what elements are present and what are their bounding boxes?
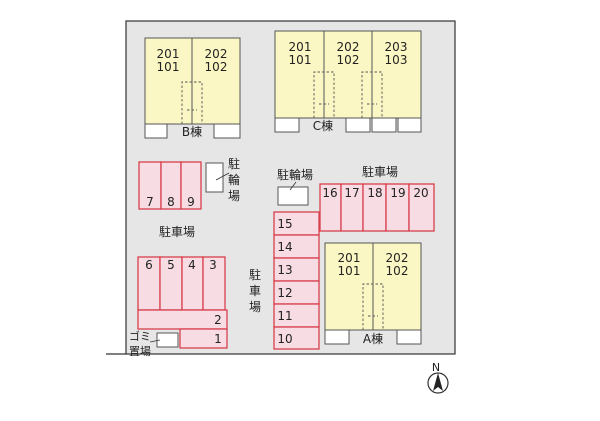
building-c-stair-right <box>361 71 383 118</box>
garbage-label-line-1: ゴミ <box>129 329 151 343</box>
unit-c-203: 203 <box>385 40 408 54</box>
parking-number-16: 16 <box>322 186 337 200</box>
garbage-label-line-2: 置場 <box>129 345 151 358</box>
unit-c-202: 202 <box>337 40 360 54</box>
unit-a-202: 202 <box>386 251 409 265</box>
unit-a-101: 101 <box>338 264 361 278</box>
building-c-outline <box>274 30 422 119</box>
parking-lot-left: 6 5 4 3 2 1 <box>137 256 228 349</box>
building-c-label: C棟 <box>313 118 333 133</box>
bike-parking-left-pointer <box>215 172 230 181</box>
building-c-stair-left <box>313 71 335 118</box>
parking-number-10: 10 <box>277 332 292 346</box>
bike-parking-center-label: 駐輪場 <box>277 167 313 182</box>
unit-c-102: 102 <box>337 53 360 67</box>
bike-parking-left <box>205 162 224 193</box>
unit-a-201: 201 <box>338 251 361 265</box>
unit-c-103: 103 <box>385 53 408 67</box>
unit-b-201: 201 <box>157 47 180 61</box>
building-b-entry-right <box>213 123 241 139</box>
garbage-area <box>156 332 179 348</box>
north-label: N <box>432 361 440 374</box>
parking-label-center-2: 車 <box>249 284 261 298</box>
parking-number-12: 12 <box>277 286 292 300</box>
building-c-entry-1 <box>274 117 300 133</box>
parking-label-center-1: 駐 <box>249 267 261 282</box>
parking-lot-789: 7 8 9 <box>138 161 202 210</box>
building-a-stair <box>362 283 384 330</box>
parking-number-13: 13 <box>277 263 292 277</box>
building-b: 201 101 202 102 B棟 <box>144 37 241 139</box>
unit-c-201: 201 <box>289 40 312 54</box>
north-arrow-icon <box>433 373 443 391</box>
parking-label-top-right: 駐車場 <box>362 164 398 179</box>
parking-number-14: 14 <box>277 240 292 254</box>
parking-number-19: 19 <box>390 186 405 200</box>
parking-lot-16-20: 16 17 18 19 20 <box>319 183 435 232</box>
bike-parking-left-label-2: 輪 <box>228 172 240 187</box>
parking-space-9 <box>180 161 202 210</box>
building-c: 201 101 202 102 203 103 C棟 <box>274 30 422 133</box>
building-a-entry-right <box>396 329 422 345</box>
building-a: 201 101 202 102 A棟 <box>324 242 422 346</box>
parking-lot-center: 15 14 13 12 11 10 <box>273 211 320 350</box>
bike-parking-left-label-1: 駐 <box>228 156 240 171</box>
unit-b-102: 102 <box>205 60 228 74</box>
parking-number-5: 5 <box>167 258 175 272</box>
building-b-entry-left <box>144 123 168 139</box>
building-c-entry-4 <box>397 117 422 133</box>
parking-label-center-3: 場 <box>249 300 261 314</box>
north-arrow: N <box>427 361 449 394</box>
parking-number-15: 15 <box>277 217 292 231</box>
parking-number-9: 9 <box>187 195 195 209</box>
parking-label-left: 駐車場 <box>159 224 195 239</box>
parking-number-17: 17 <box>344 186 359 200</box>
parking-space-1 <box>179 328 228 349</box>
parking-space-20 <box>408 183 435 232</box>
parking-number-1: 1 <box>214 332 222 346</box>
unit-a-102: 102 <box>386 264 409 278</box>
parking-space-10 <box>273 326 320 350</box>
parking-number-20: 20 <box>413 186 428 200</box>
parking-number-7: 7 <box>146 195 154 209</box>
parking-number-18: 18 <box>367 186 382 200</box>
building-b-label: B棟 <box>182 124 202 139</box>
parking-number-3: 3 <box>209 258 217 272</box>
building-b-stair <box>181 81 203 124</box>
building-c-entry-2 <box>345 117 371 133</box>
garbage-pointer <box>149 339 161 343</box>
parking-number-4: 4 <box>188 258 196 272</box>
unit-b-101: 101 <box>157 60 180 74</box>
parking-number-2: 2 <box>214 313 222 327</box>
parking-number-11: 11 <box>277 309 292 323</box>
bike-parking-left-label-3: 場 <box>228 189 240 203</box>
unit-b-202: 202 <box>205 47 228 61</box>
parking-number-6: 6 <box>145 258 153 272</box>
bike-parking-center <box>277 186 309 206</box>
parking-number-8: 8 <box>167 195 175 209</box>
building-a-label: A棟 <box>363 331 383 346</box>
building-c-entry-3 <box>371 117 397 133</box>
unit-c-101: 101 <box>289 53 312 67</box>
building-a-entry-left <box>324 329 350 345</box>
bike-parking-center-pointer <box>289 181 297 191</box>
